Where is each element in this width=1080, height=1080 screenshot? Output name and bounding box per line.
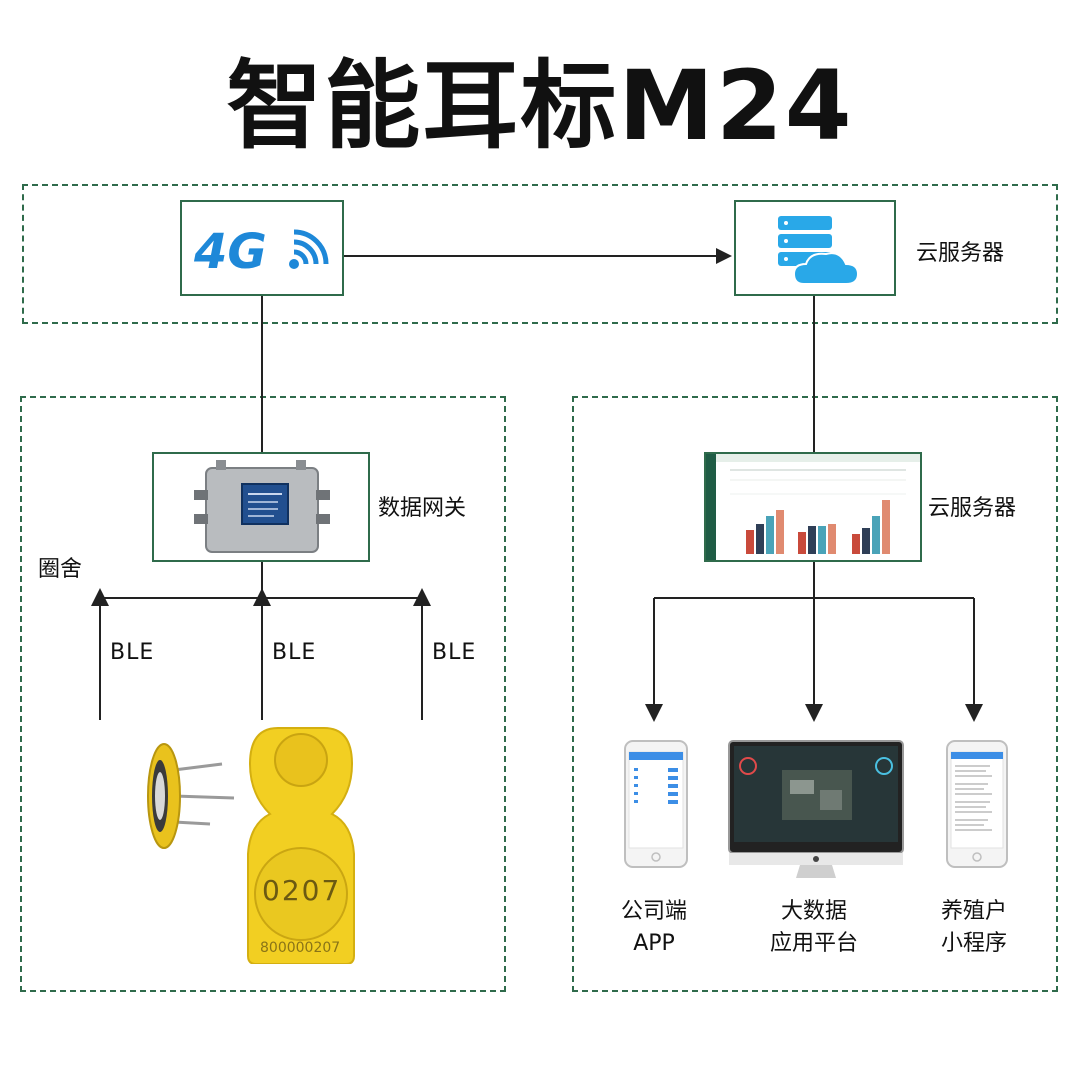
cloud-server-box bbox=[734, 200, 896, 296]
ble-label-left: BLE bbox=[110, 640, 155, 665]
big-data-monitor-icon bbox=[728, 740, 904, 878]
ear-tag-serial: 800000207 bbox=[260, 940, 341, 956]
company-app-phone-icon bbox=[624, 740, 688, 868]
farmer-mini-program-caption-line1: 养殖户 bbox=[940, 899, 1007, 924]
tag-side-view bbox=[147, 743, 235, 849]
server-cloud-icon bbox=[778, 216, 860, 285]
arrow-head bbox=[716, 248, 732, 264]
farmer-mini-program-caption-line2: 小程序 bbox=[940, 931, 1007, 956]
ble-label-right: BLE bbox=[432, 640, 477, 665]
network-4g-box: 4G bbox=[180, 200, 344, 296]
ear-tag-number: 0207 bbox=[262, 874, 342, 907]
4g-signal-icon: 4G bbox=[193, 224, 329, 280]
gateway-device-icon bbox=[194, 460, 330, 553]
company-app-caption-line1: 公司端 bbox=[620, 899, 687, 924]
ear-tag-image bbox=[147, 727, 355, 964]
ble-label-middle: BLE bbox=[272, 640, 317, 665]
network-zone bbox=[22, 184, 1058, 324]
cloud-server-label: 云服务器 bbox=[916, 241, 1005, 266]
data-gateway-box bbox=[152, 452, 370, 562]
dashboard-label: 云服务器 bbox=[928, 496, 1017, 521]
pen-label: 圈舍 bbox=[38, 557, 83, 582]
svg-text:4G: 4G bbox=[193, 224, 267, 280]
company-app-caption: 公司端 APP bbox=[594, 896, 714, 960]
company-app-caption-line2: APP bbox=[633, 931, 675, 956]
farmer-mini-program-caption: 养殖户 小程序 bbox=[914, 896, 1034, 960]
big-data-platform-caption-line2: 应用平台 bbox=[769, 931, 858, 956]
dashboard-box bbox=[704, 452, 922, 562]
farmer-mini-program-phone-icon bbox=[946, 740, 1008, 868]
dashboard-screenshot bbox=[706, 454, 920, 560]
big-data-platform-caption-line1: 大数据 bbox=[780, 899, 847, 924]
big-data-platform-caption: 大数据 应用平台 bbox=[754, 896, 874, 960]
page-title: 智能耳标M24 bbox=[226, 50, 854, 162]
data-gateway-label: 数据网关 bbox=[378, 496, 467, 521]
dashboard-bars bbox=[746, 500, 890, 554]
tag-front-view bbox=[247, 727, 355, 964]
